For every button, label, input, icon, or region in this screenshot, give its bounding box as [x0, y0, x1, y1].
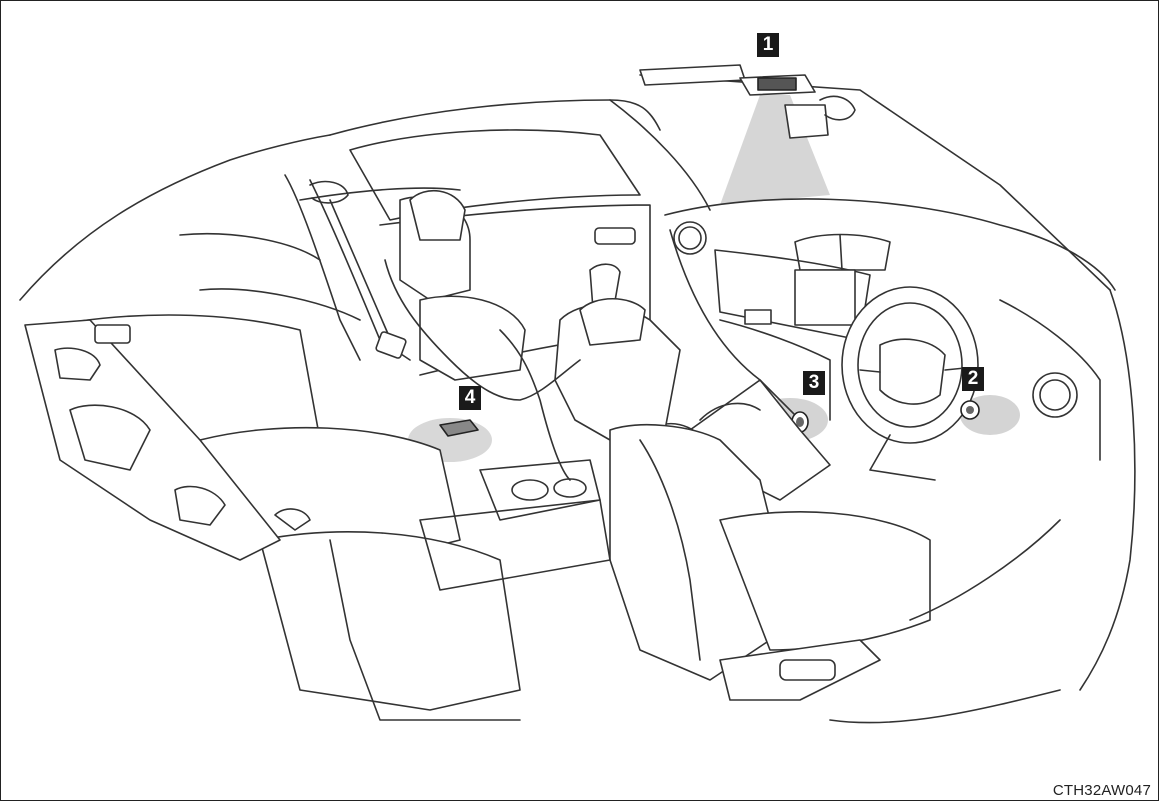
- cupholder-1: [511, 479, 549, 501]
- rear-panel-grip: [94, 324, 131, 344]
- seatbelt: [329, 199, 411, 361]
- seat-adjust-lever: [779, 659, 836, 681]
- console-side: [419, 499, 611, 591]
- body-outline-left: [19, 134, 331, 301]
- right-air-vent-inner: [1039, 379, 1071, 411]
- driver-seat-bolster: [639, 439, 701, 661]
- door-upper-trim: [299, 187, 461, 201]
- rear-pocket-3: [174, 485, 226, 526]
- sensor-1-beam: [720, 95, 830, 205]
- floor-front: [909, 519, 1061, 621]
- left-air-vent-inner: [678, 226, 702, 250]
- dashboard-face: [669, 229, 801, 421]
- dashboard-top: [664, 198, 1116, 291]
- center-vents: [794, 233, 891, 271]
- front-seat-headrest: [579, 298, 646, 346]
- dash-lower: [719, 319, 831, 421]
- handbrake: [699, 402, 761, 421]
- interior-line-1: [179, 232, 321, 261]
- rear-seat-cushion-2: [259, 531, 521, 711]
- sensor-4-unit: [439, 419, 479, 437]
- sensor-3-core: [796, 417, 804, 427]
- callout-4: 4: [459, 386, 481, 410]
- center-stack: [794, 269, 856, 326]
- steering-column: [869, 434, 936, 481]
- wire-harness: [384, 259, 581, 401]
- dash-switch: [744, 309, 772, 325]
- steering-wheel-inner: [857, 302, 963, 428]
- door-handle: [594, 227, 636, 245]
- wire-harness-2: [499, 329, 571, 481]
- dash-right: [999, 299, 1101, 461]
- body-outline-top: [329, 99, 661, 136]
- seatbelt-buckle: [375, 331, 407, 359]
- sensor-2-core: [966, 406, 974, 414]
- floor-line: [829, 689, 1061, 724]
- windshield-pillar: [609, 99, 711, 211]
- rear-footwell: [329, 539, 521, 721]
- callout-1: 1: [757, 33, 779, 57]
- center-vent-divider: [839, 234, 843, 271]
- passenger-cushion: [419, 295, 526, 381]
- sun-visor: [639, 64, 746, 86]
- steering-spoke: [859, 367, 966, 373]
- b-pillar-inner: [309, 179, 381, 341]
- rear-pocket-1: [54, 347, 101, 381]
- passenger-headrest: [409, 189, 466, 241]
- interior-line-2: [199, 288, 361, 321]
- sensor-1-unit: [757, 77, 797, 91]
- body-right: [1079, 289, 1136, 691]
- callout-2: 2: [962, 367, 984, 391]
- steering-hub: [879, 338, 946, 405]
- rear-mirror: [784, 104, 829, 139]
- mirror-stalk: [819, 95, 856, 121]
- seatbelt-anchor: [309, 180, 349, 204]
- figure-code: CTH32AW047: [1052, 782, 1151, 799]
- callout-3: 3: [803, 371, 825, 395]
- rear-pocket-2: [69, 404, 151, 471]
- rear-seat-latch: [274, 508, 311, 531]
